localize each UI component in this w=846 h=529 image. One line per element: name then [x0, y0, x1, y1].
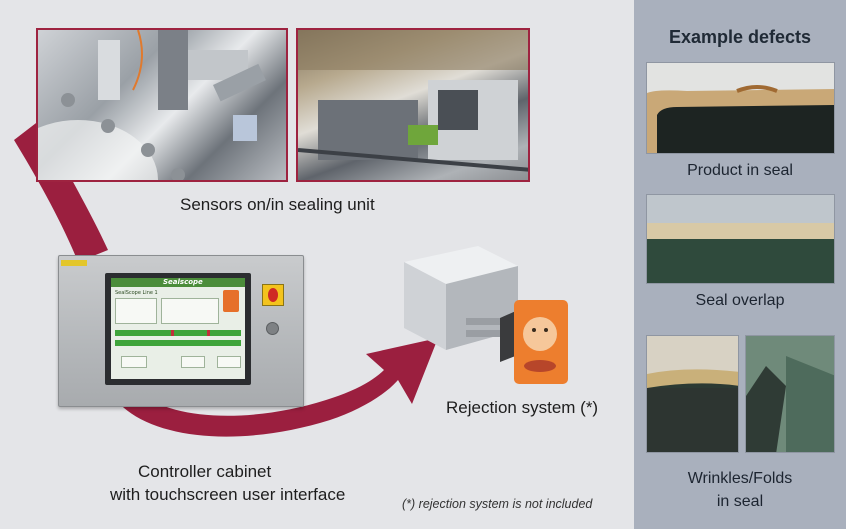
defect-image-seal-overlap — [646, 194, 835, 284]
rejection-system — [404, 246, 568, 384]
screen-button[interactable] — [217, 356, 241, 368]
controller-caption-line2: with touchscreen user interface — [110, 485, 346, 504]
defect-image-product-in-seal — [646, 62, 835, 154]
main-switch[interactable] — [262, 284, 284, 306]
defect-caption-wrinkles-line1: Wrinkles/Folds — [687, 470, 793, 487]
sensor-photo-closeup — [36, 28, 288, 182]
pouch-thumbnail — [223, 290, 239, 312]
screen-line-label: SealScope Line 1 — [115, 290, 158, 296]
defect-image-wrinkles-b — [745, 335, 835, 453]
screen-button[interactable] — [121, 356, 147, 368]
defect-caption-product-in-seal: Product in seal — [687, 162, 793, 179]
screen-button[interactable] — [181, 356, 205, 368]
sensor-photo-unit — [296, 28, 530, 182]
defect-image-wrinkles-a — [646, 335, 739, 453]
screen-brand: Sealscope — [163, 278, 203, 286]
defects-panel: Example defects Product in seal Seal ove… — [634, 0, 846, 529]
controller-cabinet: Sealscope SealScope Line 1 — [58, 255, 304, 407]
warning-tag — [61, 260, 87, 266]
rejection-note: (*) rejection system is not included — [402, 497, 593, 511]
touchscreen-frame: Sealscope SealScope Line 1 — [105, 273, 251, 385]
touchscreen[interactable]: Sealscope SealScope Line 1 — [111, 278, 245, 379]
defects-title: Example defects — [668, 27, 812, 47]
controller-caption-line1: Controller cabinet — [138, 462, 272, 481]
defect-caption-wrinkles-line2: in seal — [716, 493, 764, 510]
sensors-caption: Sensors on/in sealing unit — [180, 195, 375, 214]
cabinet-lock — [266, 322, 279, 335]
rejection-caption: Rejection system (*) — [446, 398, 599, 417]
defect-caption-seal-overlap: Seal overlap — [695, 292, 785, 309]
